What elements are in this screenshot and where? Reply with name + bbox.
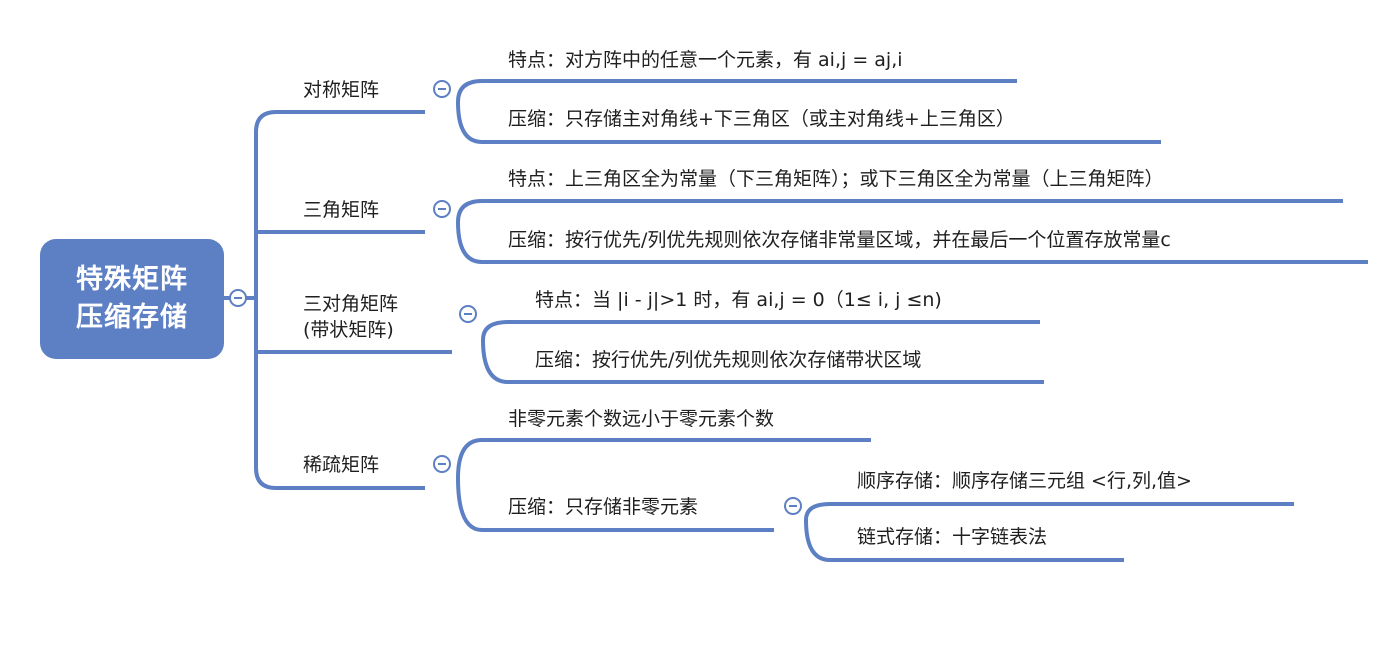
collapse-icon[interactable]: [459, 305, 477, 323]
branch-title-line2: (带状矩阵): [303, 319, 394, 341]
grandchild-sequential-storage[interactable]: 顺序存储：顺序存储三元组 <行,列,值>: [857, 470, 1192, 492]
grandchild-linked-storage[interactable]: 链式存储：十字链表法: [857, 526, 1048, 548]
root-title-line1: 特殊矩阵: [76, 264, 188, 295]
branch-title-tridiagonal[interactable]: 三对角矩阵 (带状矩阵): [303, 291, 398, 343]
root-title-line2: 压缩存储: [76, 302, 188, 333]
collapse-icon[interactable]: [433, 200, 451, 218]
branch-3-child-feature[interactable]: 特点：当 |i - j|>1 时，有 ai,j = 0（1≤ i, j ≤n): [535, 289, 942, 311]
root-node[interactable]: 特殊矩阵 压缩存储: [40, 239, 224, 359]
collapse-icon[interactable]: [433, 80, 451, 98]
branch-2-child-compression[interactable]: 压缩：按行优先/列优先规则依次存储非常量区域，并在最后一个位置存放常量c: [508, 229, 1171, 251]
collapse-icon[interactable]: [229, 289, 247, 307]
branch-title-line1: 三对角矩阵: [303, 293, 399, 315]
branch-2-child-feature[interactable]: 特点：上三角区全为常量（下三角矩阵）；或下三角区全为常量（上三角矩阵）: [508, 168, 1164, 190]
branch-1-child-compression[interactable]: 压缩：只存储主对角线+下三角区（或主对角线+上三角区）: [508, 108, 1015, 130]
collapse-icon[interactable]: [433, 455, 451, 473]
branch-1-child-feature[interactable]: 特点：对方阵中的任意一个元素，有 ai,j = aj,i: [508, 49, 903, 71]
branch-title-sparse[interactable]: 稀疏矩阵: [303, 454, 380, 476]
branch-title-triangular[interactable]: 三角矩阵: [303, 199, 380, 221]
branch-4-child-feature[interactable]: 非零元素个数远小于零元素个数: [508, 408, 775, 430]
collapse-icon[interactable]: [784, 497, 802, 515]
branch-3-child-compression[interactable]: 压缩：按行优先/列优先规则依次存储带状区域: [535, 349, 922, 371]
branch-4-child-compression[interactable]: 压缩：只存储非零元素: [508, 496, 699, 518]
branch-title-symmetric[interactable]: 对称矩阵: [303, 79, 380, 101]
